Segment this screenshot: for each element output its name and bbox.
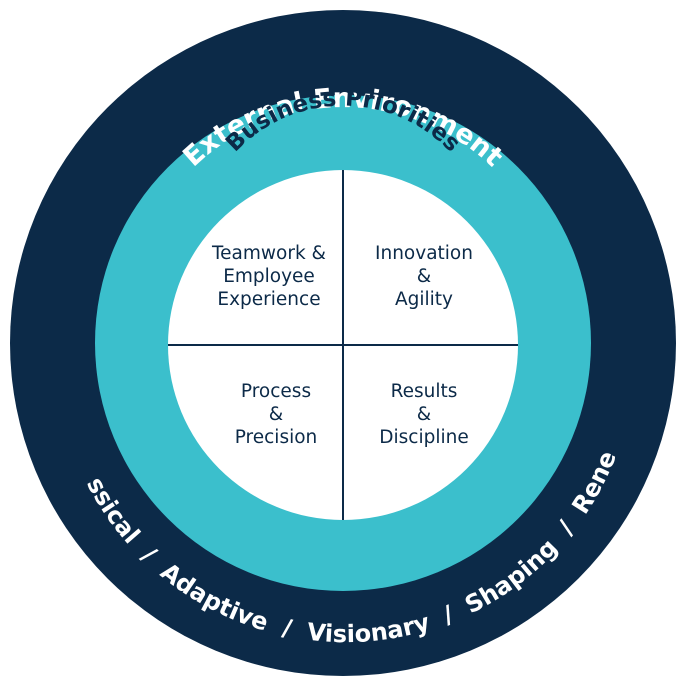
quadrant-line: Experience: [217, 289, 320, 310]
quadrant-line: Employee: [223, 266, 315, 287]
quadrant-bottom-right: Results & Discipline: [379, 381, 468, 448]
quadrant-bottom-left: Process & Precision: [235, 381, 318, 448]
quadrant-top-left: Teamwork & Employee Experience: [211, 243, 326, 310]
quadrant-top-right: Innovation & Agility: [375, 243, 473, 310]
quadrant-line: Teamwork &: [211, 243, 326, 264]
quadrant-line: Innovation: [375, 243, 473, 264]
quadrant-line: Agility: [395, 289, 453, 310]
quadrant-line: Discipline: [379, 427, 468, 448]
quadrant-line: Results: [391, 381, 458, 402]
quadrant-line: Process: [241, 381, 311, 402]
quadrant-line: &: [269, 404, 283, 425]
quadrant-line: Precision: [235, 427, 318, 448]
quadrant-line: &: [417, 266, 431, 287]
quadrant-line: &: [417, 404, 431, 425]
